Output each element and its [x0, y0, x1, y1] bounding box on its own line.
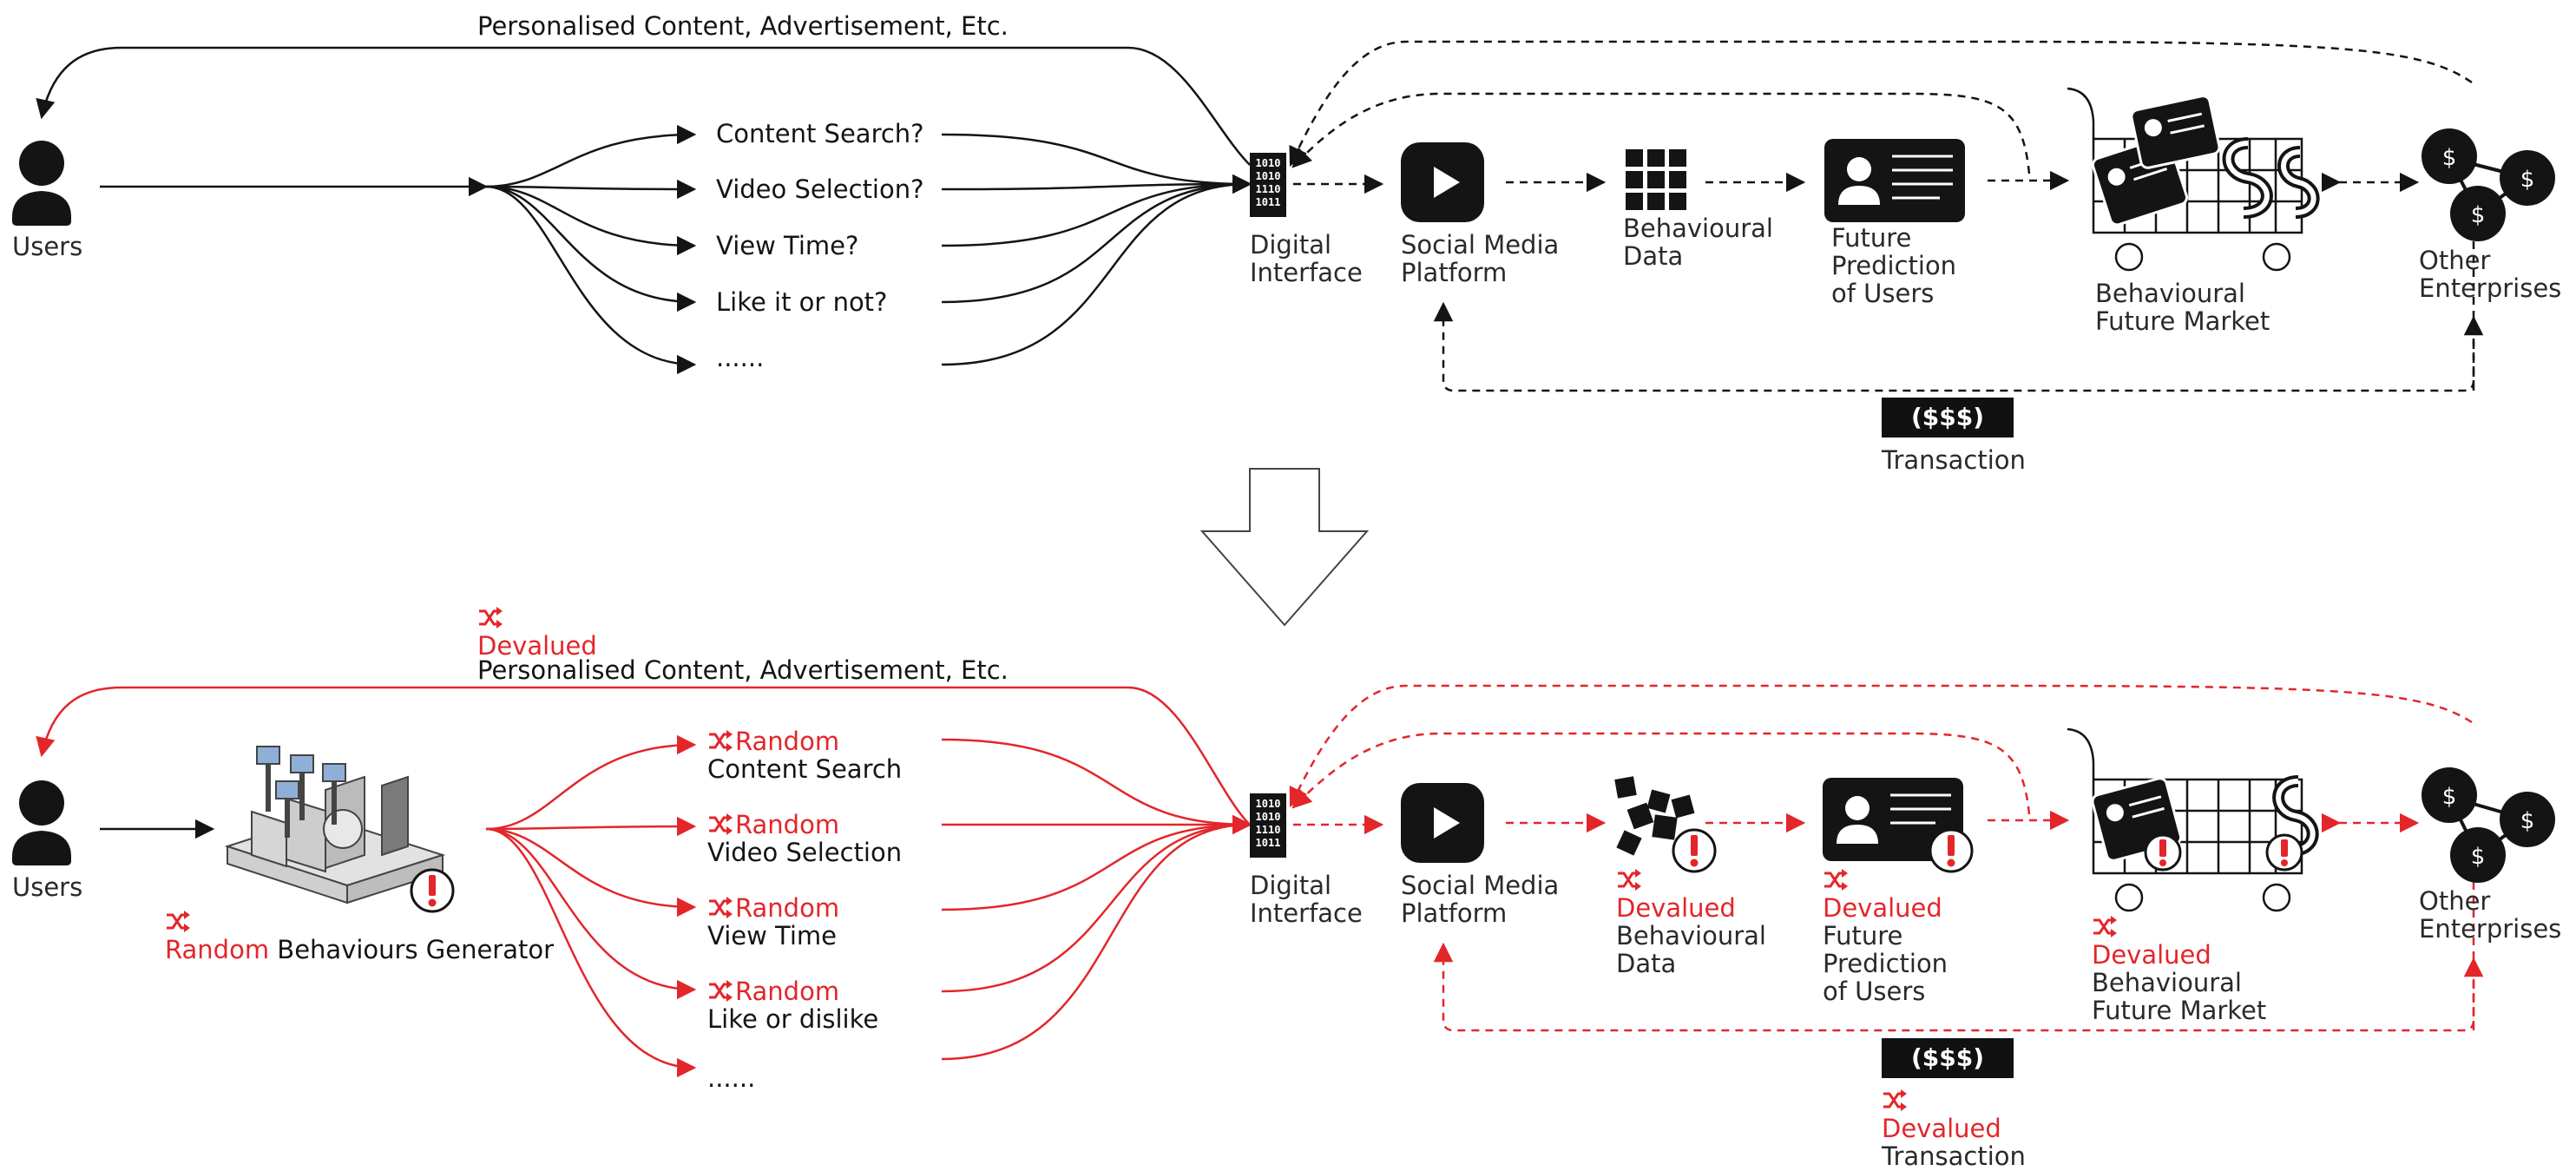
top-money-badge: ($$$)	[1882, 398, 2014, 437]
bottom-dashed-chain	[1289, 684, 2484, 1032]
play-button-icon	[1401, 783, 1484, 863]
dollar-network-icon: $ $ $	[2422, 767, 2555, 883]
top-question-content-search: Content Search?	[716, 119, 924, 148]
shuffle-icon	[477, 607, 503, 629]
svg-text:1110: 1110	[1256, 183, 1281, 195]
warning-icon	[410, 868, 455, 913]
user-icon	[12, 141, 71, 226]
top-users-label: Users	[12, 232, 83, 261]
play-button-icon	[1401, 142, 1484, 222]
svg-text:$: $	[2520, 167, 2535, 193]
profile-card-icon	[1823, 778, 1963, 861]
warning-icon	[2265, 833, 2303, 872]
bottom-fan-in	[941, 738, 1252, 1061]
dollar-network-icon: $ $ $	[2422, 128, 2555, 241]
down-arrow-icon	[1199, 468, 1370, 627]
bottom-action-video-selection: Random Video Selection	[707, 810, 903, 867]
svg-text:1010: 1010	[1256, 157, 1281, 169]
top-transaction-label: Transaction	[1882, 445, 2026, 475]
binary-chip-icon: 1010 1010 1110 1011	[1250, 793, 1286, 858]
top-question-video-selection: Video Selection?	[716, 174, 924, 204]
bottom-feedback-arrow	[36, 686, 1251, 826]
svg-text:1110: 1110	[1256, 824, 1281, 836]
top-question-like: Like it or not?	[716, 287, 888, 317]
bottom-feedback-label: Personalised Content, Advertisement, Etc…	[477, 655, 1009, 685]
random-generator-label: Random Behaviours Generator	[165, 908, 554, 964]
top-diagram: 1010 1010 1110 1011	[12, 40, 2555, 392]
user-icon	[12, 780, 71, 865]
bottom-users-label: Users	[12, 872, 83, 902]
shuffle-icon	[1823, 869, 1849, 891]
top-fan-in	[941, 133, 1252, 366]
data-grid-icon	[1614, 776, 1695, 856]
svg-text:1011: 1011	[1256, 196, 1281, 208]
top-dashed-chain	[1289, 40, 2484, 392]
warning-icon	[1929, 828, 1974, 873]
shuffle-icon	[707, 897, 733, 919]
warning-icon	[2144, 833, 2182, 872]
bottom-action-content-search: Random Content Search	[707, 727, 903, 784]
svg-text:1010: 1010	[1256, 798, 1281, 810]
svg-text:$: $	[2442, 784, 2457, 810]
svg-text:1010: 1010	[1256, 170, 1281, 182]
bottom-money-badge: ($$$)	[1882, 1038, 2014, 1078]
svg-text:1011: 1011	[1256, 837, 1281, 849]
top-question-more: ......	[716, 343, 765, 372]
svg-text:$: $	[2471, 202, 2486, 228]
bottom-devalued-feedback: Devalued	[477, 604, 597, 660]
market-cart-icon	[2067, 87, 2320, 272]
shuffle-icon	[165, 911, 191, 933]
svg-text:$: $	[2442, 145, 2457, 171]
top-feedback-arrow	[36, 46, 1251, 166]
bottom-action-more: ......	[707, 1063, 756, 1093]
profile-card-icon	[1824, 139, 1965, 222]
shuffle-icon	[1616, 869, 1642, 891]
shuffle-icon	[1882, 1089, 1908, 1112]
bottom-action-like: Random Like or dislike	[707, 977, 879, 1034]
bottom-fan-out	[485, 734, 697, 1078]
shuffle-icon	[707, 813, 733, 836]
top-feedback-label: Personalised Content, Advertisement, Etc…	[477, 11, 1009, 41]
top-fan-out	[485, 124, 697, 375]
data-grid-icon	[1626, 149, 1686, 210]
market-cart-icon	[2067, 727, 2319, 912]
top-question-view-time: View Time?	[716, 231, 859, 260]
svg-text:$: $	[2520, 808, 2535, 834]
bottom-diagram: 1010 1010 1110 1011	[12, 684, 2555, 1078]
machine-icon	[224, 746, 446, 905]
bottom-action-view-time: Random View Time	[707, 893, 840, 951]
shuffle-icon	[707, 980, 733, 1003]
shuffle-icon	[2092, 916, 2118, 938]
svg-text:$: $	[2471, 844, 2486, 870]
svg-text:1010: 1010	[1256, 811, 1281, 823]
shuffle-icon	[707, 730, 733, 753]
binary-chip-icon: 1010 1010 1110 1011	[1250, 153, 1286, 217]
warning-icon	[1672, 828, 1717, 873]
